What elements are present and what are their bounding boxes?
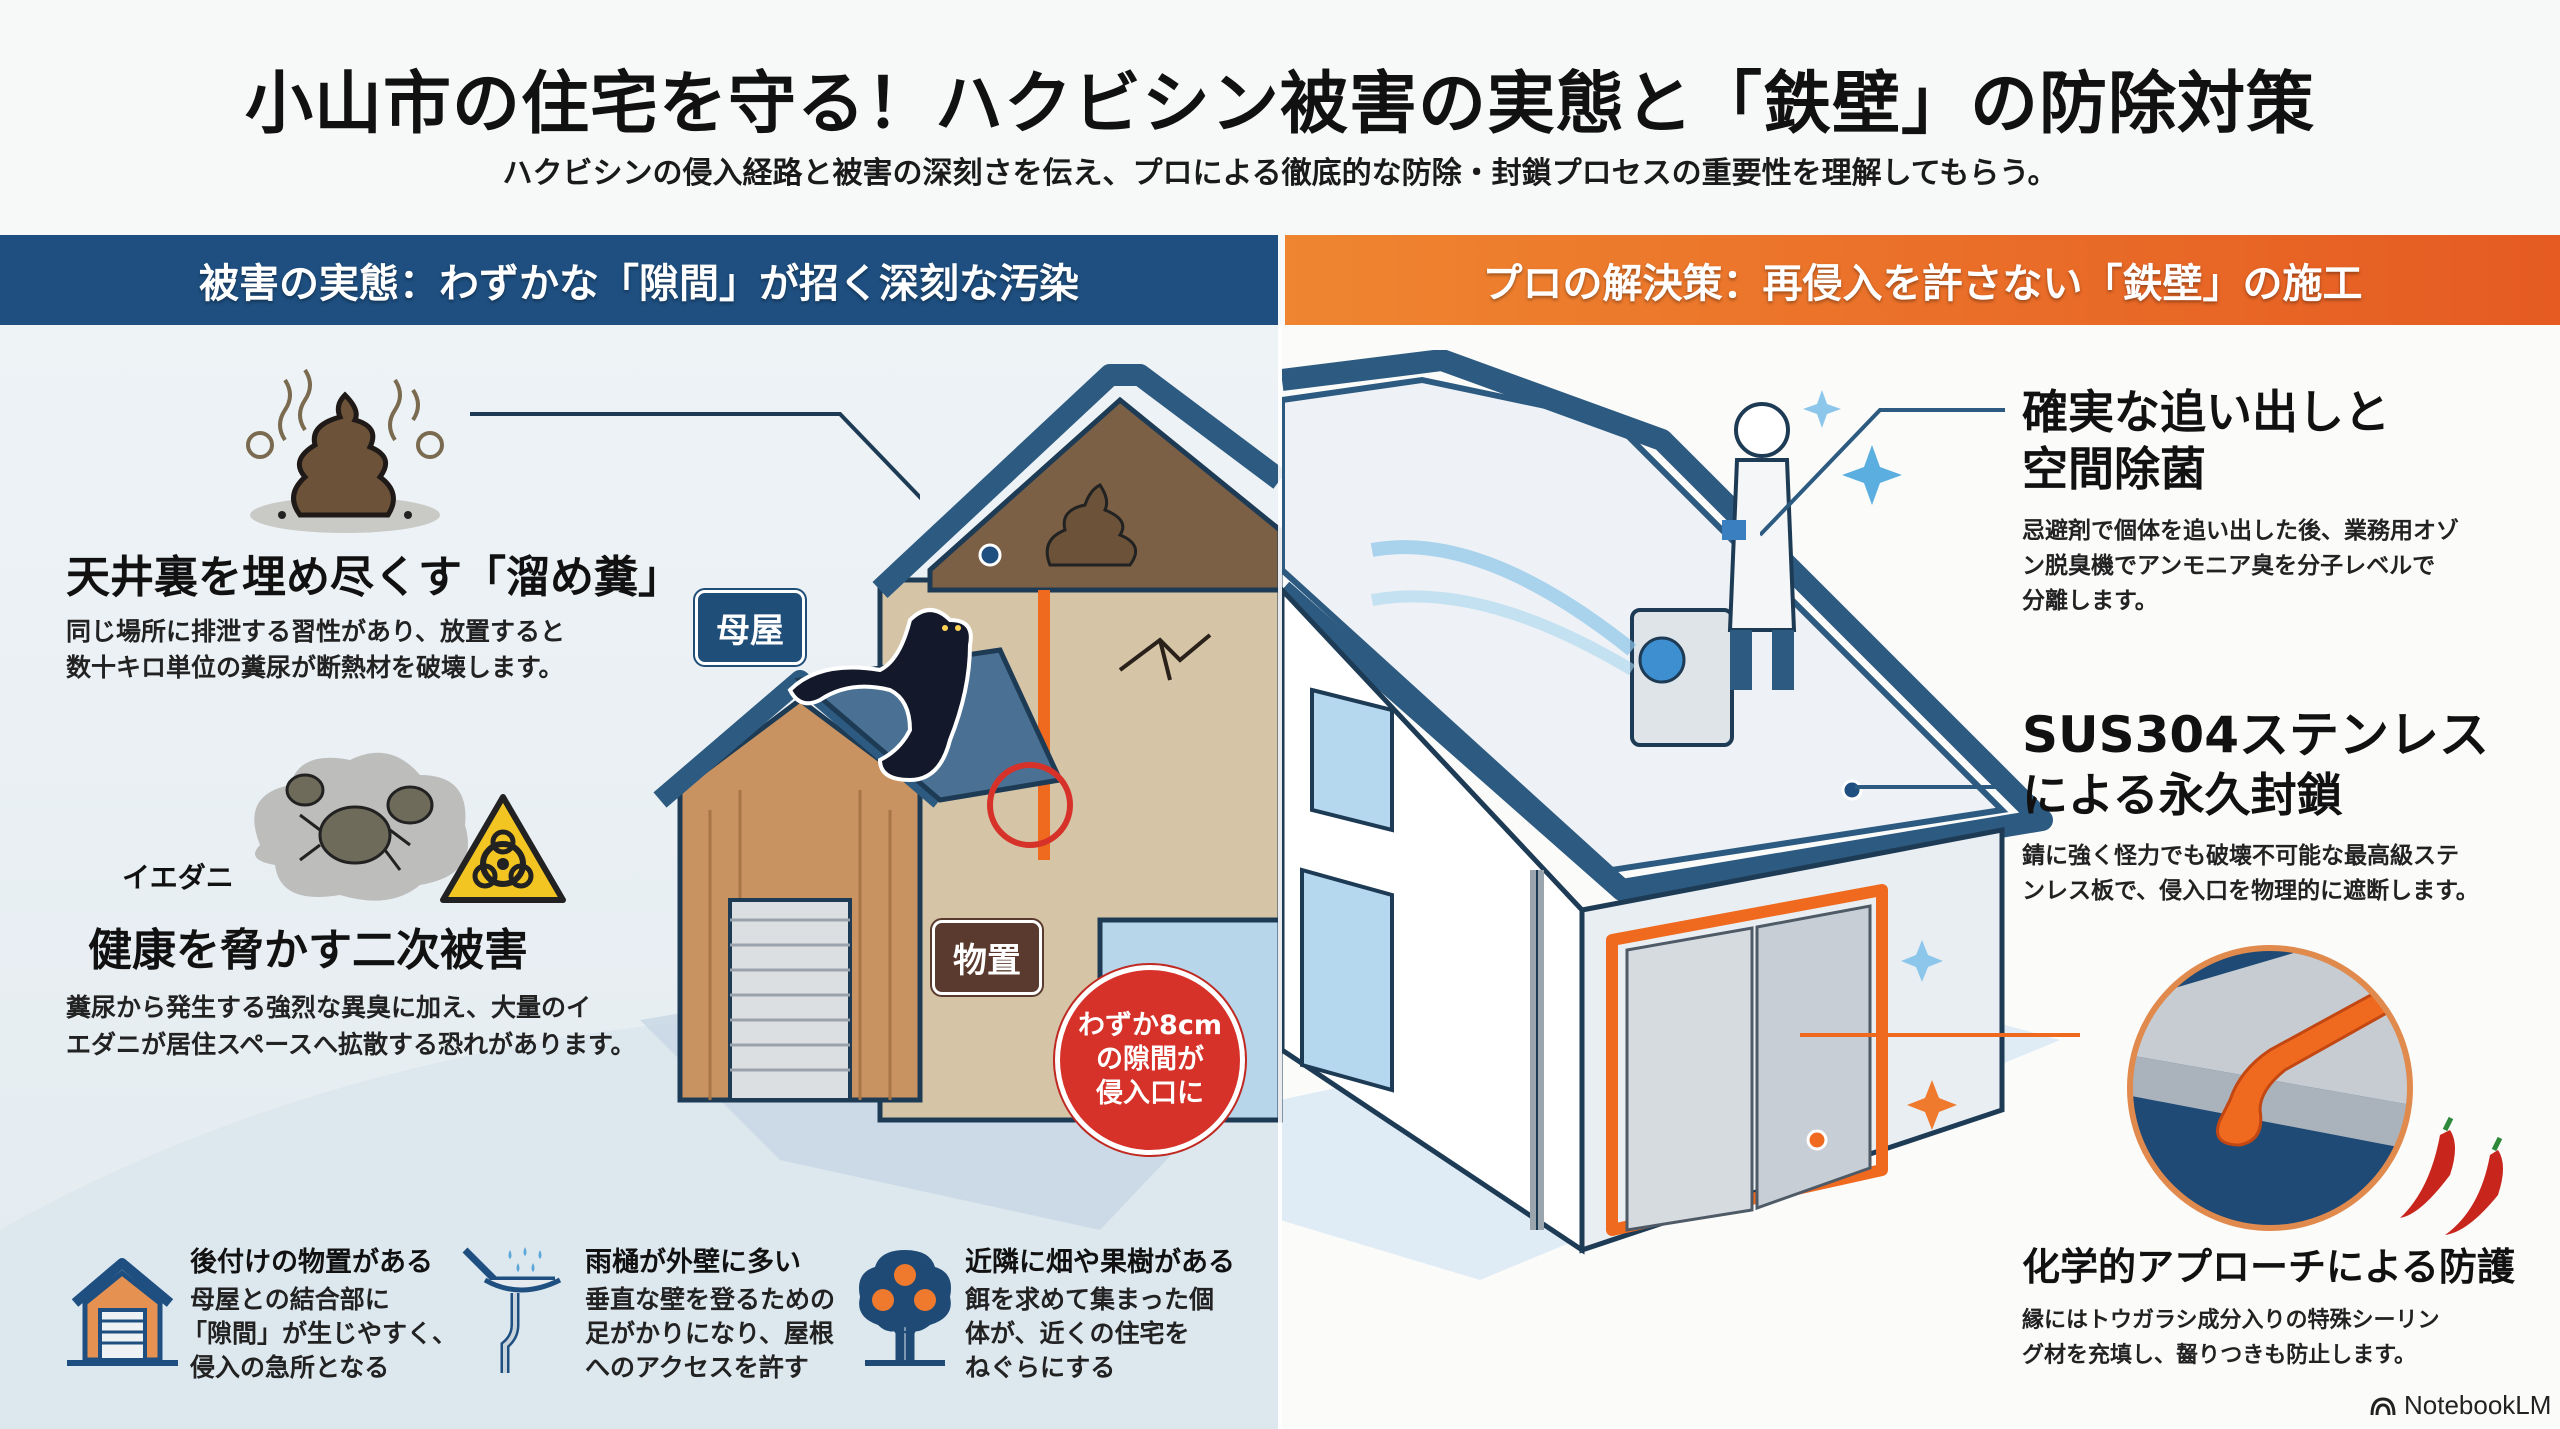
poop-icon xyxy=(246,368,444,533)
risk-1-line-1: 母屋との結合部に xyxy=(190,1285,390,1314)
gap-alert-line-3: 侵入口に xyxy=(1096,1077,1204,1109)
step-stainless-title-1: SUS304ステンレス xyxy=(2022,706,2489,764)
step-stainless-title-2: による永久封鎖 xyxy=(2022,768,2343,822)
damage-section-heading: 被害の実態：わずかな「隙間」が招く深刻な汚染 xyxy=(0,235,1278,325)
step-stainless-body-2: ンレス板で、侵入口を物理的に遮断します。 xyxy=(2022,878,2479,904)
risk-2-line-2: 足がかりになり、屋根 xyxy=(585,1319,835,1348)
risk-1-line-3: 侵入の急所となる xyxy=(190,1353,390,1382)
civet-icon xyxy=(787,608,973,783)
shed-icon xyxy=(67,1258,178,1366)
risk-3-line-3: ねぐらにする xyxy=(965,1353,1116,1382)
risk-2-line-1: 垂直な壁を登るための xyxy=(585,1285,836,1314)
gap-alert-badge: わずか8cm の隙間が 侵入口に xyxy=(1055,965,1245,1155)
card-poop-title: 天井裏を埋め尽くす「溜め糞」 xyxy=(66,552,682,603)
biohazard-icon xyxy=(440,794,566,903)
risk-factors-row: 後付けの物置がある 母屋との結合部に 「隙間」が生じやすく、 侵入の急所となる … xyxy=(60,1245,1280,1385)
risk-3-title: 近隣に畑や果樹がある xyxy=(965,1247,1235,1278)
risk-3-line-1: 餌を求めて集まった個 xyxy=(965,1285,1215,1314)
label-shed: 物置 xyxy=(932,920,1042,995)
notebooklm-logo-icon xyxy=(2370,1396,2396,1415)
risk-2-title: 雨樋が外壁に多い xyxy=(585,1247,801,1278)
card-health-body-1: 糞尿から発生する強烈な異臭に加え、大量のイ xyxy=(66,993,592,1022)
step-chemical-body-1: 縁にはトウガラシ成分入りの特殊シーリン xyxy=(2022,1308,2440,1333)
rain-gutter-icon xyxy=(462,1247,562,1373)
worker-icon xyxy=(1722,402,1797,690)
step-chemical-title: 化学的アプローチによる防護 xyxy=(2022,1245,2515,1289)
step-ozone-body-2: ン脱臭機でアンモニア臭を分子レベルで xyxy=(2022,553,2436,579)
step-stainless-body-1: 錆に強く怪力でも破壊不可能な最高級ステ xyxy=(2022,843,2459,869)
fruit-tree-icon xyxy=(859,1250,951,1366)
step-ozone-title-2: 空間除菌 xyxy=(2022,442,2206,496)
risk-2-line-3: へのアクセスを許す xyxy=(585,1353,809,1382)
page-title: 小山市の住宅を守る！ハクビシン被害の実態と「鉄壁」の防除対策 xyxy=(244,65,2315,144)
gap-alert-line-1: わずか8cm xyxy=(1078,1010,1222,1042)
step-chemical-body-2: グ材を充填し、齧りつきも防止します。 xyxy=(2022,1343,2417,1368)
card-health-title: 健康を脅かす二次被害 xyxy=(88,925,528,976)
step-ozone-body-3: 分離します。 xyxy=(2022,588,2158,614)
card-poop-body-1: 同じ場所に排泄する習性があり、放置すると xyxy=(66,617,566,646)
brand-label: NotebookLM xyxy=(2404,1390,2552,1420)
card-poop-body-2: 数十キロ単位の糞尿が断熱材を破壊します。 xyxy=(66,653,564,682)
sealant-detail-icon xyxy=(2127,945,2503,1235)
page-subtitle: ハクビシンの侵入経路と被害の深刻さを伝え、プロによる徹底的な防除・封鎖プロセスの… xyxy=(502,156,2058,191)
risk-1-line-2: 「隙間」が生じやすく、 xyxy=(182,1319,458,1348)
label-main-house: 母屋 xyxy=(695,590,805,665)
step-ozone-body-1: 忌避剤で個体を追い出した後、業務用オゾ xyxy=(2022,518,2459,544)
gap-alert-line-2: の隙間が xyxy=(1096,1044,1204,1076)
brand-mark: NotebookLM xyxy=(2370,1390,2551,1421)
step-ozone-title-1: 確実な追い出しと xyxy=(2022,385,2390,439)
risk-1-title: 後付けの物置がある xyxy=(190,1247,433,1278)
protected-house-illustration xyxy=(1282,350,2053,1255)
right-callout-lines xyxy=(1760,408,2015,789)
section-divider xyxy=(1278,325,1282,1429)
sealant-callout-line xyxy=(1800,1033,2080,1037)
mites-label: イエダニ xyxy=(122,861,234,894)
mites-icon xyxy=(254,752,468,901)
card-health-body-2: エダニが居住スペースへ拡散する恐れがあります。 xyxy=(66,1030,636,1059)
callout-line-attic xyxy=(470,412,920,501)
risk-3-line-2: 体が、近くの住宅を xyxy=(965,1319,1190,1348)
solution-section-heading: プロの解決策：再侵入を許さない「鉄壁」の施工 xyxy=(1285,235,2560,325)
